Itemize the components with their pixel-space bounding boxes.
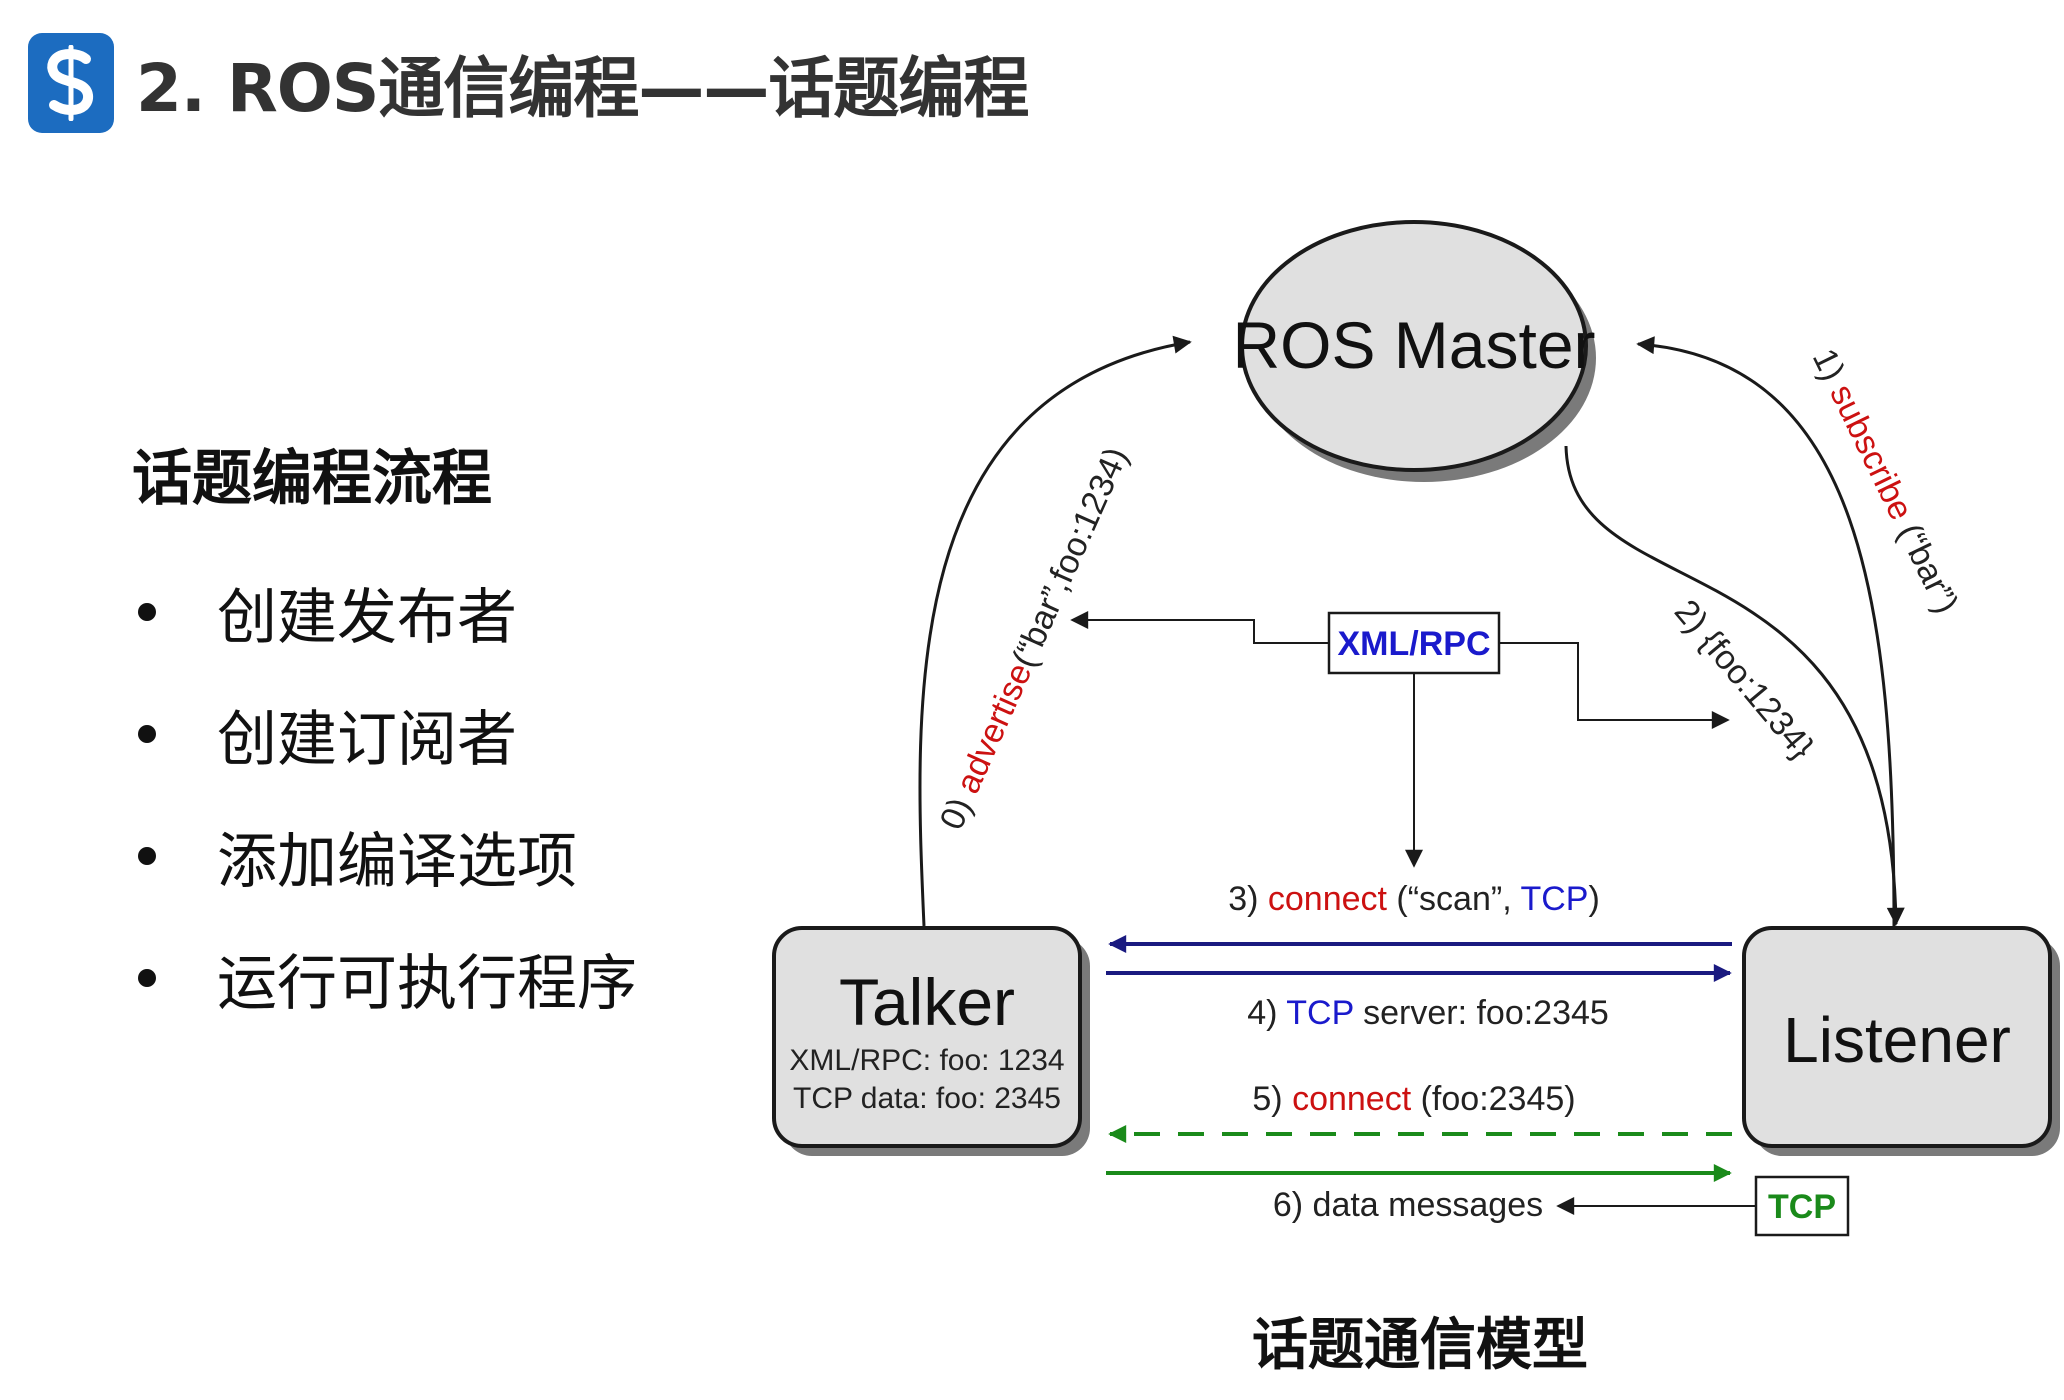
listener-box [1742,926,2052,1148]
listener-label: Listener [1783,1004,2011,1076]
bullet-icon [138,969,156,987]
list-item: 创建发布者 [132,551,732,673]
subscribe-label: 1) subscribe (“bar”) [1805,343,1966,619]
bullet-icon [138,725,156,743]
bullet-icon [138,603,156,621]
logo-icon [28,33,114,133]
tcp-tag-box [1754,1175,1850,1237]
talker-box [772,926,1082,1148]
slide-header: 2. ROS通信编程——话题编程 [28,28,1029,138]
reply-arrow [1564,445,1905,926]
advertise-arrow [918,335,1192,927]
ros-master-ellipse [1240,220,1588,472]
bullet-icon [138,847,156,865]
talker-node: Talker XML/RPC: foo: 1234 TCP data: foo:… [772,926,1090,1156]
list-item: 运行可执行程序 [132,917,732,1039]
talker-label: Talker [839,965,1015,1039]
process-panel: 话题编程流程 创建发布者 创建订阅者 添加编译选项 运行可执行程序 [132,430,732,1039]
page-title: 2. ROS通信编程——话题编程 [136,50,1029,127]
connect-request-label: 3) connect (“scan”, TCP) [1228,880,1600,918]
listener-node: Listener [1742,926,2060,1156]
subscribe-arrow [1636,336,1896,927]
tcp-tag-label: TCP [1768,1188,1836,1226]
step-list: 创建发布者 创建订阅者 添加编译选项 运行可执行程序 [132,551,732,1039]
tcp-server-label: 4) TCP server: foo:2345 [1247,994,1609,1032]
data-messages-label: 6) data messages [1273,1186,1543,1224]
tcp-connect-label: 5) connect (foo:2345) [1252,1080,1575,1118]
xmlrpc-tag-label: XML/RPC [1338,625,1491,663]
diagram-caption: 话题通信模型 [1252,1313,1588,1378]
list-item: 创建订阅者 [132,673,732,795]
logo-s-glyph [47,45,94,121]
talker-tcp-detail: TCP data: foo: 2345 [793,1082,1061,1115]
xmlrpc-to-talker-connector [1070,611,1329,644]
ros-master-node: ROS Master [1232,220,1596,482]
step-label: 运行可执行程序 [217,948,637,1019]
xmlrpc-to-listener-connector [1499,642,1730,729]
xmlrpc-tag-box [1327,611,1501,675]
step-label: 创建发布者 [217,582,517,653]
list-item: 添加编译选项 [132,795,732,917]
advertise-label: 0) advertise(“bar”,foo:1234) [933,442,1136,836]
reply-label: 2) {foo:1234} [1667,593,1821,767]
step-label: 添加编译选项 [217,826,577,897]
talker-xmlrpc-detail: XML/RPC: foo: 1234 [789,1044,1064,1077]
section-title: 话题编程流程 [132,444,492,514]
ros-master-label: ROS Master [1232,308,1595,382]
step-label: 创建订阅者 [217,704,517,775]
